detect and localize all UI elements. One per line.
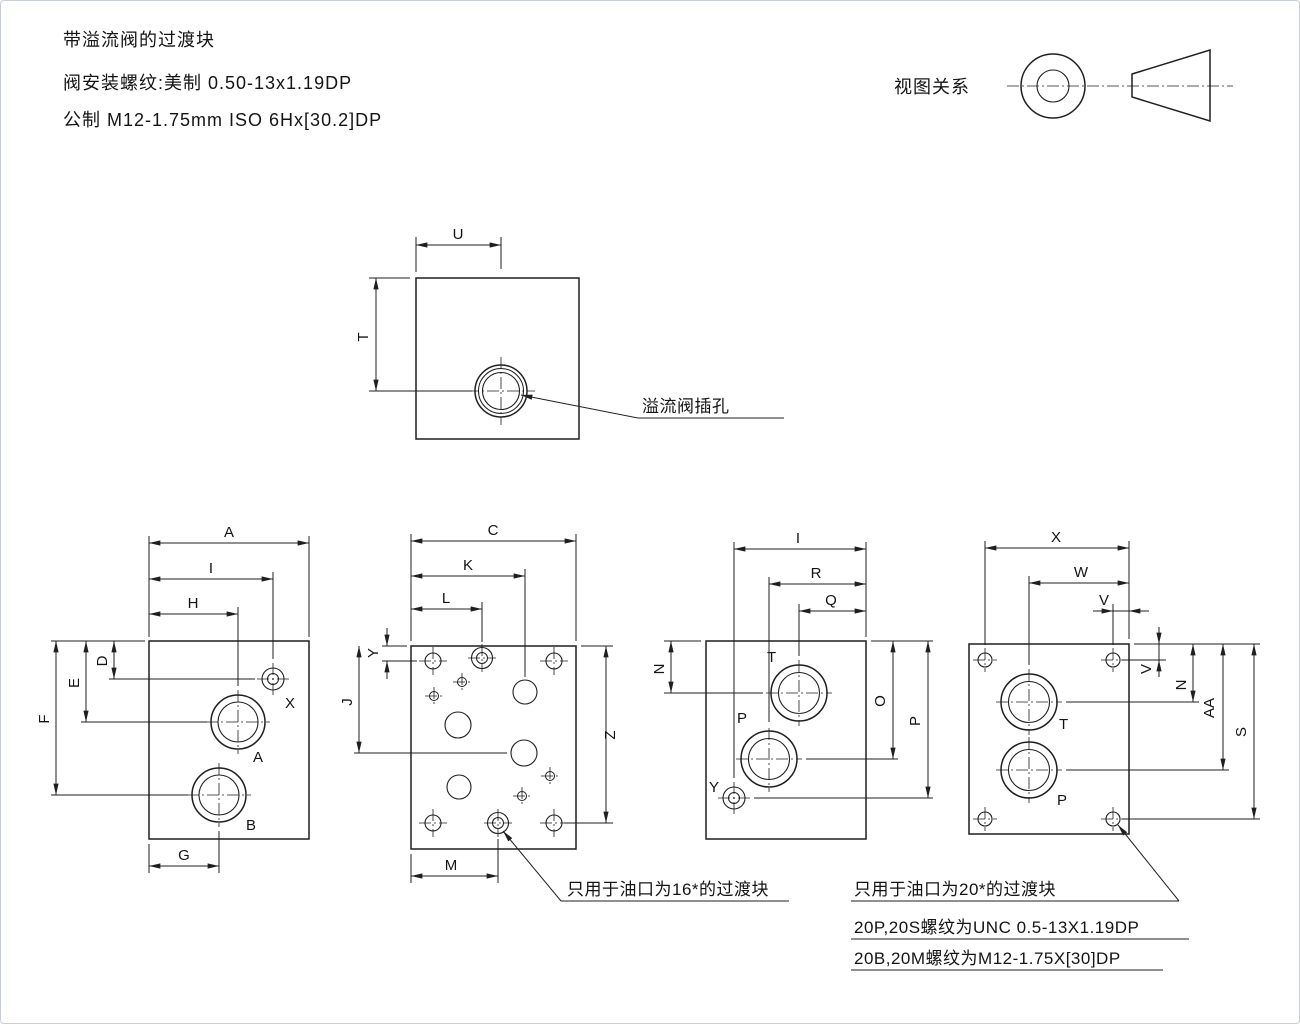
dim-l-label: L: [442, 590, 450, 607]
dim-c: C: [410, 522, 577, 641]
dim-v-top: V: [1093, 592, 1149, 645]
dim-y: Y: [365, 628, 417, 679]
dim-t-label: T: [355, 332, 372, 341]
dim-l: L: [411, 590, 483, 642]
flange-bolt-holes: [973, 648, 1125, 831]
port-cavities: [444, 679, 538, 800]
thread-note-line2: 公制 M12-1.75mm ISO 6Hx[30.2]DP: [63, 110, 382, 130]
flange-view-d: T P X W V: [968, 529, 1260, 835]
note-20-label: 只用于油口为20*的过渡块: [854, 880, 1056, 899]
port-y-label: Y: [709, 779, 719, 796]
projection-circle-icon: [1020, 53, 1086, 119]
dim-j-label: J: [339, 698, 356, 706]
dim-z: Z: [564, 645, 619, 824]
end-view-a: X A B A I H D E: [36, 524, 310, 873]
dim-c-label: C: [488, 522, 499, 539]
dim-a: A: [148, 524, 310, 637]
port-p-hole-d: [1000, 741, 1058, 799]
port-t-label: T: [767, 649, 776, 666]
dim-w: W: [1028, 564, 1129, 665]
dim-d-e-f: D E F: [36, 640, 255, 796]
mounting-face-view-b: C K L Y J Z: [339, 522, 619, 883]
port-b-label: B: [246, 817, 256, 834]
dim-k: K: [411, 557, 526, 677]
dim-k-label: K: [463, 557, 473, 574]
relief-valve-callout: 溢流阀插孔: [520, 394, 784, 419]
counterbore-top: [468, 644, 496, 672]
dim-s-label: S: [1233, 727, 1250, 737]
relief-valve-callout-label: 溢流阀插孔: [642, 397, 730, 416]
dim-d-label: D: [94, 655, 111, 666]
bolt-holes: [419, 647, 568, 837]
port-a-label: A: [253, 749, 263, 766]
port-t-hole-d: [1000, 673, 1058, 731]
dim-i2-label: I: [796, 530, 800, 547]
dim-f-label: F: [36, 714, 53, 723]
dim-h-label: H: [188, 595, 199, 612]
dim-q: Q: [798, 592, 866, 656]
port-p-label: P: [737, 710, 747, 727]
dim-t: T: [355, 277, 472, 392]
dim-n2-label: N: [1173, 680, 1190, 691]
dim-w-label: W: [1074, 564, 1089, 581]
dim-i-label: I: [209, 560, 213, 577]
port-x-label: X: [285, 695, 295, 712]
dim-a-label: A: [224, 524, 234, 541]
port-p-label-d: P: [1057, 792, 1067, 809]
dim-g-label: G: [178, 847, 190, 864]
dim-i2: I: [733, 530, 867, 778]
dim-o-label: O: [872, 695, 889, 707]
dim-g: G: [148, 831, 220, 873]
dim-aa-label: AA: [1201, 698, 1218, 718]
dim-o-p: O P: [754, 640, 933, 799]
note-20ps-label: 20P,20S螺纹为UNC 0.5-13X1.19DP: [854, 918, 1139, 937]
title-block: 带溢流阀的过渡块 阀安装螺纹:美制 0.50-13x1.19DP 公制 M12-…: [63, 30, 382, 130]
drawing-title: 带溢流阀的过渡块: [63, 30, 215, 50]
dim-q-label: Q: [825, 592, 837, 609]
dim-j: J: [339, 646, 507, 754]
dim-r: R: [768, 565, 866, 722]
thread-note-line1: 阀安装螺纹:美制 0.50-13x1.19DP: [63, 73, 352, 93]
dim-u-label: U: [453, 226, 464, 243]
dim-i: I: [149, 560, 274, 659]
dim-right-stack: V N AA S: [1066, 627, 1260, 820]
dim-x-label: X: [1051, 529, 1061, 546]
dim-u: U: [415, 226, 502, 272]
side-view-c: T P Y I R Q N: [651, 530, 933, 840]
dim-p-label: P: [907, 716, 924, 726]
dim-n-label: N: [651, 664, 668, 675]
dim-e-label: E: [66, 678, 83, 688]
notes: 只用于油口为16*的过渡块 只用于油口为20*的过渡块 20P,20S螺纹为UN…: [502, 824, 1189, 971]
projection-label: 视图关系: [894, 77, 970, 97]
dim-y-label: Y: [365, 648, 382, 658]
note-20bm-label: 20B,20M螺纹为M12-1.75X[30]DP: [854, 949, 1121, 968]
dim-v-side-label: V: [1138, 664, 1155, 674]
dim-r-label: R: [811, 565, 822, 582]
projection-symbol: 视图关系: [894, 48, 1233, 123]
pilot-holes: [425, 673, 559, 805]
dim-m: M: [410, 839, 499, 883]
dim-n: N: [651, 640, 763, 694]
dim-m-label: M: [445, 857, 458, 874]
dim-z-label: Z: [602, 730, 619, 739]
dim-x: X: [984, 529, 1130, 645]
front-view: U T 溢流阀插孔: [355, 226, 784, 440]
note-16-label: 只用于油口为16*的过渡块: [567, 880, 769, 899]
port-t-label-d: T: [1059, 716, 1068, 733]
port-t-hole: [770, 664, 828, 722]
projection-cone-icon: [1131, 48, 1211, 123]
dim-v-top-label: V: [1099, 592, 1109, 609]
counterbore-bottom: [484, 809, 512, 837]
dim-h: H: [149, 595, 239, 686]
